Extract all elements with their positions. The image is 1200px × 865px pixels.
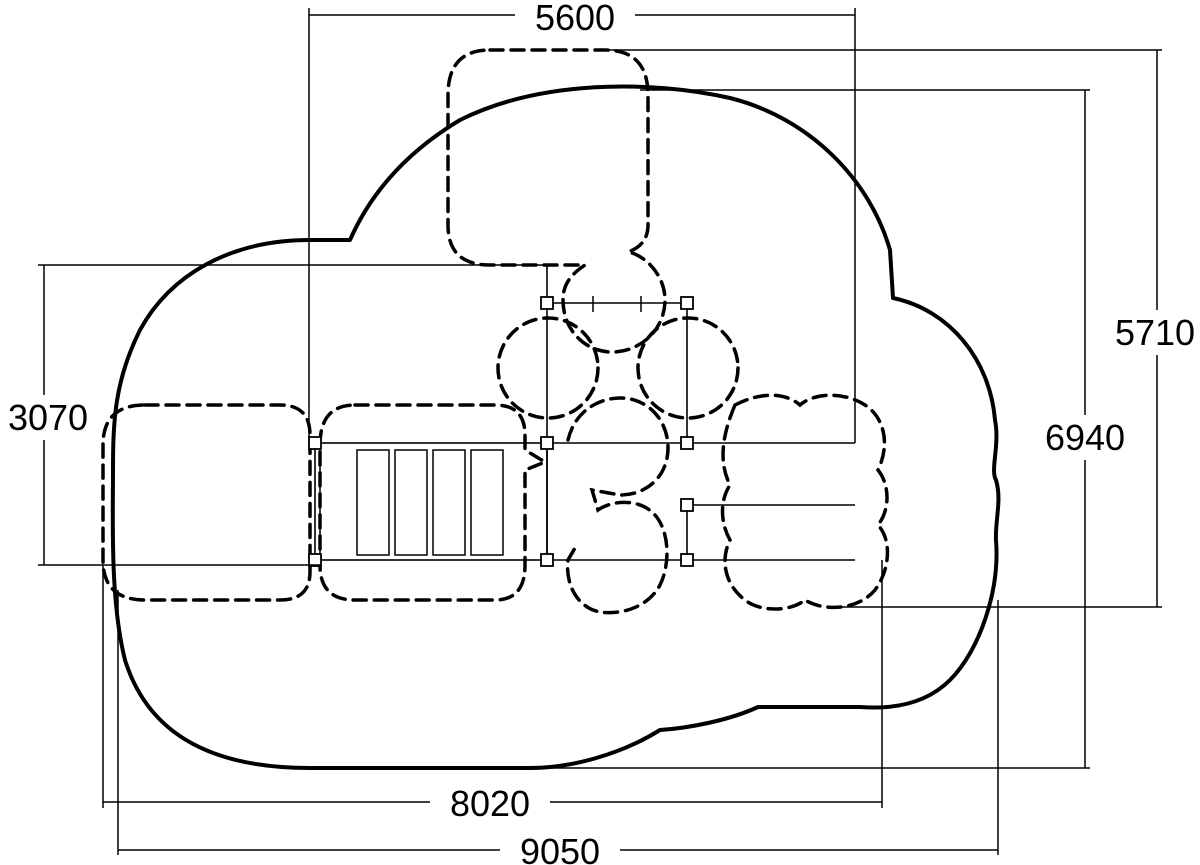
post bbox=[308, 553, 322, 567]
post bbox=[680, 436, 694, 450]
post bbox=[680, 553, 694, 567]
post bbox=[680, 498, 694, 512]
dim-label-left-height: 3070 bbox=[8, 397, 88, 438]
ladder-frame bbox=[314, 442, 548, 561]
post bbox=[540, 296, 554, 310]
dim-label-right-outer-height: 5710 bbox=[1115, 312, 1195, 353]
clearance-zone-top-slide bbox=[446, 48, 667, 354]
ladder-rung bbox=[432, 449, 466, 556]
dim-label-bottom-outer-width: 9050 bbox=[520, 831, 600, 865]
post bbox=[680, 296, 694, 310]
dim-label-bottom-inner-width: 8020 bbox=[450, 783, 530, 824]
ladder-rung bbox=[470, 449, 504, 556]
ladder-rung bbox=[394, 449, 428, 556]
clearance-zone-left-platform bbox=[101, 403, 312, 602]
clearance-zone-circle-upper-left bbox=[496, 316, 600, 420]
clearance-zone-right-bumps bbox=[720, 393, 890, 611]
ladder-rung bbox=[356, 449, 390, 556]
post bbox=[308, 436, 322, 450]
post bbox=[540, 436, 554, 450]
dim-label-top-width: 5600 bbox=[535, 0, 615, 38]
post bbox=[540, 553, 554, 567]
clearance-zone-center bbox=[565, 396, 670, 615]
safety-zone-outline bbox=[110, 84, 1001, 770]
clearance-zone-circle-upper-right bbox=[636, 316, 740, 420]
dim-label-right-inner-height: 6940 bbox=[1045, 417, 1125, 458]
clearance-zone-ladder bbox=[318, 403, 549, 602]
